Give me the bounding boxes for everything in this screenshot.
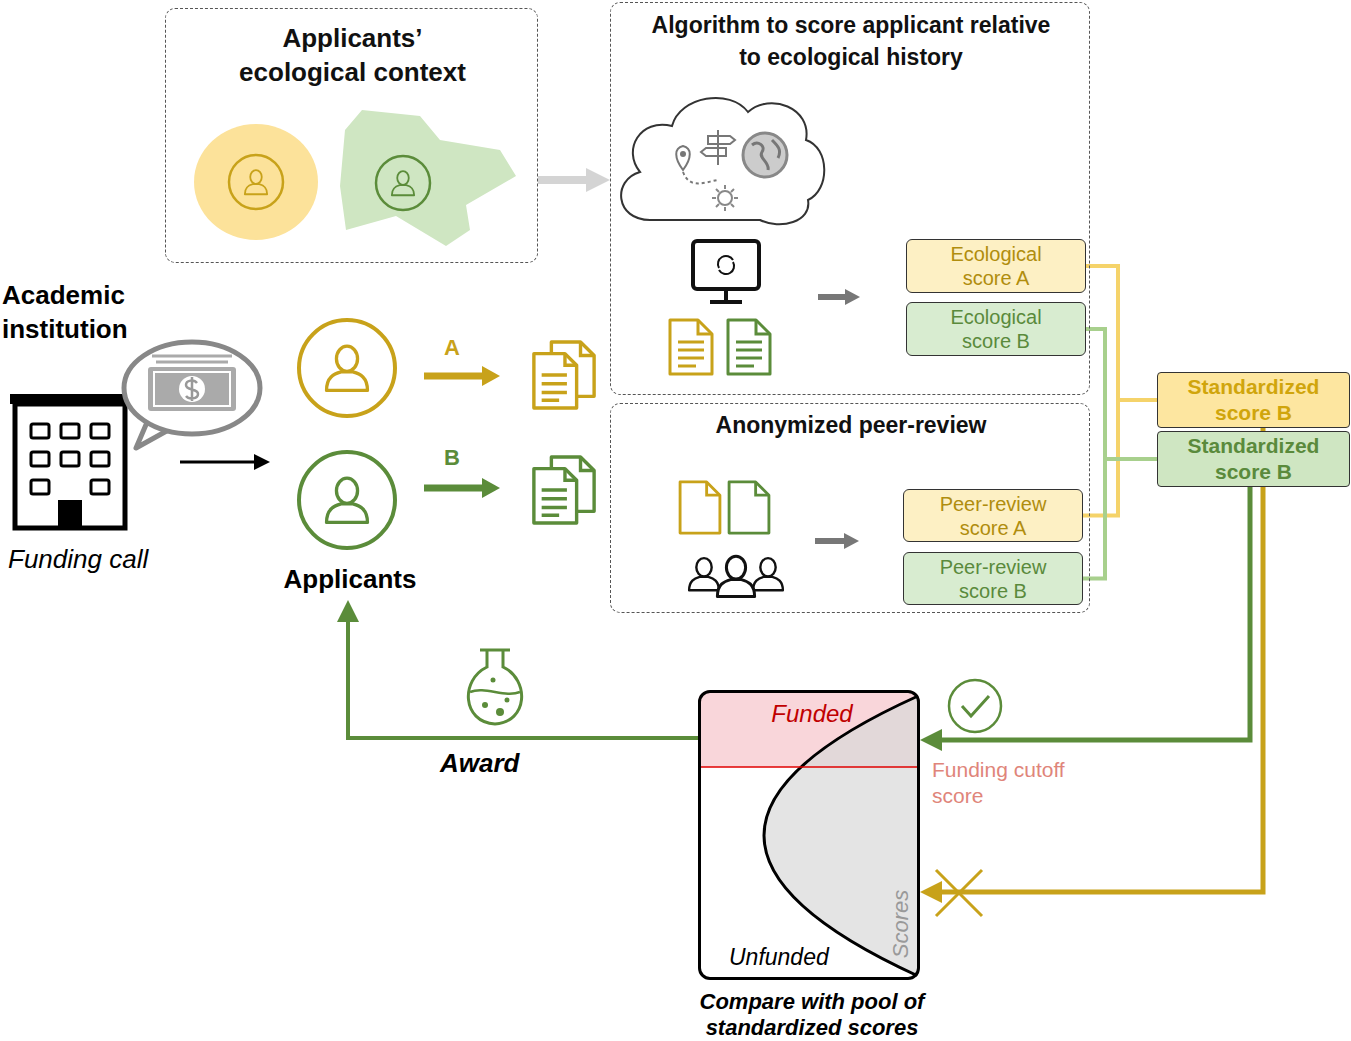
panel-heading: Anonymized peer-review [631, 410, 1071, 440]
reviewers-icon [689, 558, 719, 590]
building-door [58, 500, 82, 528]
connector [348, 615, 698, 738]
applicant-icon [327, 478, 368, 522]
speech-bubble [124, 342, 260, 434]
connector [1086, 266, 1157, 400]
applicants-label: Applicants [260, 563, 440, 595]
connector [1086, 329, 1157, 459]
submit-arrow [482, 366, 500, 386]
standardized-box: Standardized score B [1157, 431, 1350, 487]
peer-review-panel: Anonymized peer-reviewPeer-review score … [610, 403, 1090, 613]
score-label: Standardized score B [1169, 374, 1339, 426]
building-icon [15, 404, 125, 528]
refresh-icon [718, 256, 734, 274]
flask-icon [468, 650, 521, 724]
document-icon [534, 457, 594, 523]
document-icon [534, 342, 594, 408]
institution-caption: Funding call [8, 543, 183, 575]
institution-node: Academic institutionFunding call [0, 278, 180, 578]
signpost-icon [701, 130, 735, 165]
connector [180, 461, 259, 464]
applicant-icon [299, 320, 395, 416]
cloud-icon [621, 98, 824, 224]
check-icon [949, 680, 1001, 732]
pin-icon [676, 146, 690, 170]
money-icon [186, 377, 198, 401]
cutoff-line [698, 766, 920, 768]
money-icon [152, 356, 232, 362]
document-icon [729, 482, 769, 533]
document-icon [680, 482, 720, 533]
panel-heading: Algorithm to score applicant relative to… [641, 9, 1061, 73]
money-icon [179, 376, 205, 402]
building-windows [31, 424, 109, 494]
arrow-label: B [444, 444, 460, 472]
flask-bubbles [482, 678, 510, 717]
applicant-icon [299, 452, 395, 548]
score-distribution [764, 696, 918, 976]
score-box: Peer-review score A [903, 489, 1083, 542]
process-arrow [815, 538, 845, 544]
pin-icon [680, 151, 686, 157]
process-arrow [818, 294, 846, 300]
edge-label: Award [440, 747, 519, 779]
arrow-label: A [444, 334, 460, 362]
score-label: Standardized score B [1169, 433, 1339, 485]
submit-arrow [482, 478, 500, 498]
monitor-icon [693, 241, 759, 289]
connector [1083, 459, 1157, 579]
region-label: Unfunded [729, 943, 849, 971]
sun-icon [712, 185, 738, 211]
score-box: Ecological score B [906, 302, 1086, 356]
person-icon [245, 170, 267, 194]
person-icon [392, 171, 414, 195]
check-icon [962, 696, 989, 716]
score-label: Ecological score B [931, 305, 1061, 353]
score-distribution [764, 696, 918, 976]
person-icon [229, 155, 283, 209]
region-label: Funded [701, 699, 923, 729]
context-panel: Applicants’ ecological context [165, 8, 538, 263]
score-chart: FundedUnfundedScoresCompare with pool of… [698, 690, 920, 980]
flask-icon [470, 690, 520, 693]
standardized-box: Standardized score B [1157, 372, 1350, 428]
axis-label: Scores [888, 884, 914, 964]
submit-arrow [424, 485, 484, 492]
person-icon [376, 156, 430, 210]
money-icon [148, 367, 236, 411]
score-box: Peer-review score B [903, 552, 1083, 605]
document-icon [728, 320, 770, 374]
applicant-icon [327, 346, 368, 390]
sun-icon [718, 191, 732, 205]
region-blob [194, 124, 318, 240]
score-label: Peer-review score B [923, 555, 1063, 603]
path-icon [683, 172, 718, 184]
globe-icon [743, 133, 787, 177]
process-arrow [845, 289, 860, 305]
score-box: Ecological score A [906, 239, 1086, 293]
region-blob [340, 110, 516, 246]
applicants-node: Applicants [270, 305, 430, 600]
document-icon [670, 320, 712, 374]
reviewers-icon [753, 558, 783, 590]
reviewers-icon [717, 556, 754, 596]
cutoff-label: Funding cutoff score [932, 757, 1092, 809]
panel-heading: Applicants’ ecological context [221, 21, 484, 89]
algorithm-panel: Algorithm to score applicant relative to… [610, 2, 1090, 395]
chart-caption: Compare with pool of standardized scores [661, 989, 963, 1041]
score-label: Ecological score A [931, 242, 1061, 290]
score-label: Peer-review score A [923, 492, 1063, 540]
globe-icon [752, 140, 780, 170]
institution-title: Academic institution [2, 278, 152, 346]
money-icon [154, 372, 230, 406]
connector [538, 176, 593, 184]
monitor-icon [710, 289, 742, 302]
submit-arrow [424, 373, 484, 380]
process-arrow [844, 533, 859, 549]
